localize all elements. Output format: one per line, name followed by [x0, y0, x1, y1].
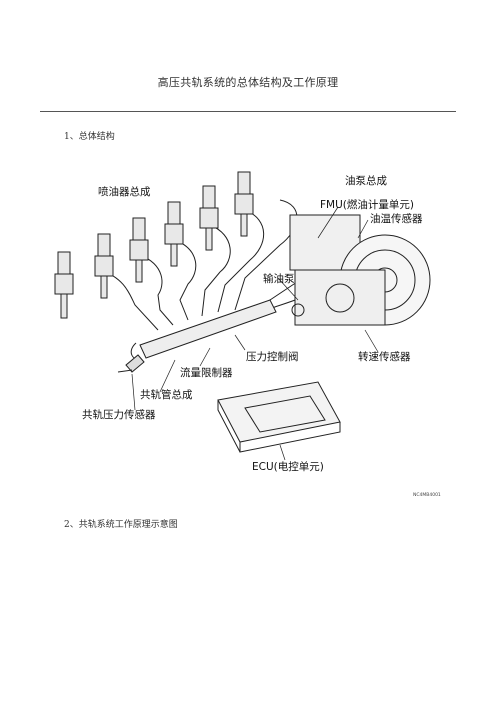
- section-heading-structure: 1、总体结构: [64, 132, 115, 142]
- label-fmu: FMU(燃油计量单元): [320, 199, 414, 211]
- label-injector-assembly: 喷油器总成: [98, 186, 151, 198]
- label-speed-sensor: 转速传感器: [358, 351, 411, 363]
- label-rail-assembly: 共轨管总成: [140, 389, 193, 401]
- label-pressure-control-valve: 压力控制阀: [246, 351, 299, 363]
- label-flow-limiter: 流量限制器: [180, 367, 233, 379]
- title-divider: [40, 111, 456, 112]
- label-ecu: ECU(电控单元): [252, 461, 324, 473]
- system-illustration: [54, 171, 431, 461]
- document-title: 高压共轨系统的总体结构及工作原理: [157, 76, 339, 89]
- label-oil-temp-sensor: 油温传感器: [370, 213, 423, 225]
- label-feed-pump: 输油泵: [263, 273, 295, 285]
- section-heading-principle: 2、共轨系统工作原理示意图: [64, 520, 178, 530]
- label-rail-pressure-sensor: 共轨压力传感器: [82, 409, 156, 421]
- label-pump-assembly: 油泵总成: [345, 175, 387, 187]
- common-rail-system-figure: 喷油器总成 油泵总成 FMU(燃油计量单元) 油温传感器 输油泵 压力控制阀 转…: [40, 160, 456, 510]
- figure-code: NC4MB4001: [413, 493, 441, 498]
